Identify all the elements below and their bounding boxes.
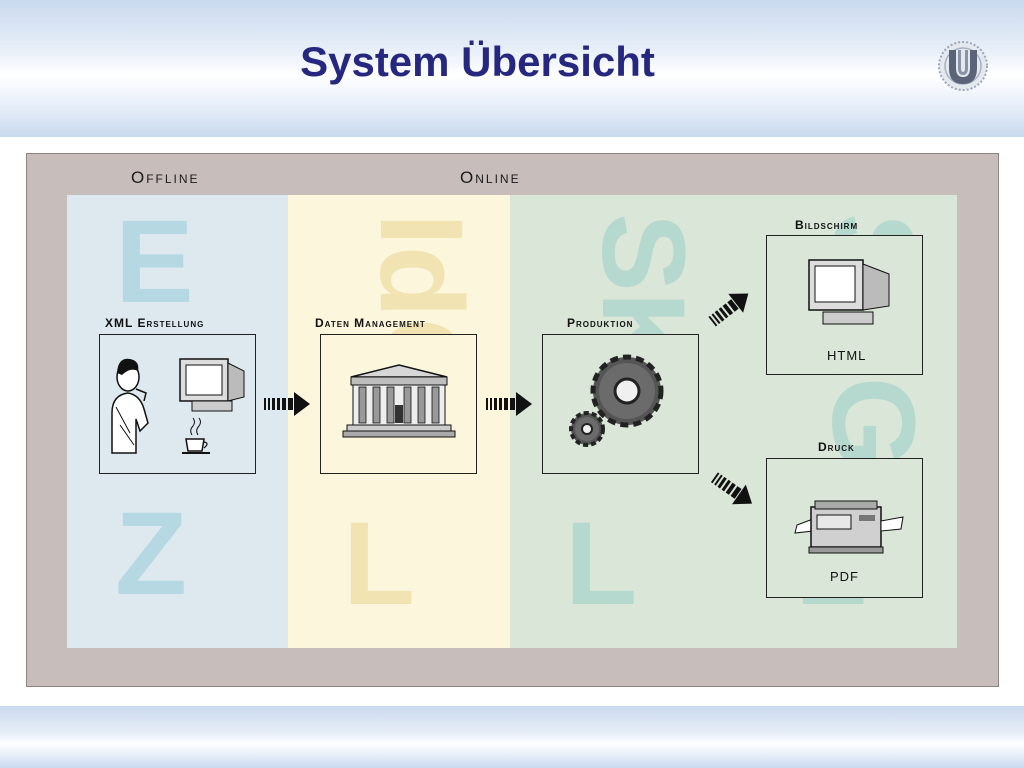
step-label-data: Daten Management (315, 316, 426, 330)
monitor-icon (808, 259, 890, 325)
step-box-production (542, 334, 699, 474)
computer-icon (179, 358, 245, 412)
system-diagram: E Z IdO L SKG L SKG L Offline Online XML… (26, 153, 999, 687)
watermark-letter: L (343, 498, 416, 630)
online-heading: Online (460, 168, 521, 187)
person-icon (111, 358, 149, 454)
watermark-letter: Z (115, 488, 188, 620)
arrow-icon (486, 391, 534, 422)
step-label-xml: XML Erstellung (105, 316, 205, 330)
footer-band (0, 706, 1024, 768)
watermark-letter: L (565, 498, 638, 630)
output-box-screen: HTML (766, 235, 923, 375)
offline-heading: Offline (131, 168, 200, 187)
slide-title: System Übersicht (300, 38, 655, 85)
output-text-html: HTML (827, 348, 867, 363)
step-box-xml (99, 334, 256, 474)
arrow-icon (704, 282, 761, 336)
output-label-screen: Bildschirm (795, 218, 859, 232)
step-label-production: Produktion (567, 316, 634, 330)
university-logo-icon (932, 38, 994, 94)
gears-icon (569, 354, 664, 447)
output-label-print: Druck (818, 440, 855, 454)
printer-icon (794, 500, 904, 554)
output-box-print: PDF (766, 458, 923, 598)
arrow-icon (264, 391, 312, 422)
coffee-cup-icon (182, 417, 210, 454)
watermark-letter: E (115, 196, 194, 328)
output-text-pdf: PDF (830, 569, 859, 584)
arrow-icon (704, 467, 761, 520)
step-box-data (320, 334, 477, 474)
header-band (0, 0, 1024, 137)
bank-building-icon (342, 364, 456, 438)
